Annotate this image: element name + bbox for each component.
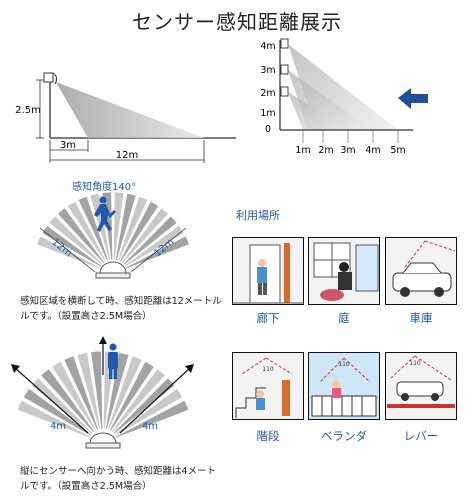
location-label-garage: 車庫	[409, 311, 433, 325]
locations-title: 利用場所	[236, 209, 280, 222]
distance-long-label: 12m	[116, 150, 138, 161]
fan-segment	[63, 355, 100, 431]
fan-segment	[114, 399, 190, 439]
y-label-0: 0	[265, 124, 271, 135]
fan-segment	[90, 350, 104, 430]
fan-top-diagram: 12m 12m	[35, 191, 191, 279]
fan-segment	[123, 224, 185, 268]
fan-bottom-diagram: 4m 4m	[11, 336, 194, 449]
fan-segment	[35, 235, 102, 270]
fan-segment	[118, 200, 160, 263]
angle-label: 感知角度140°	[72, 182, 137, 193]
direction-arrow-icon	[398, 88, 428, 109]
x-label-5m: 5m	[390, 145, 405, 156]
location-label-corridor: 廊下	[256, 311, 280, 325]
fan-segment	[106, 355, 143, 431]
location-image-garage	[385, 237, 457, 305]
left-distance-label: 4m	[50, 421, 66, 432]
fan-segment	[16, 399, 92, 439]
fan-segment	[112, 377, 176, 435]
x-label-3m: 3m	[340, 145, 355, 156]
fan-segment	[41, 224, 103, 268]
fan-segment	[114, 192, 137, 262]
marker-label: 110	[409, 360, 421, 367]
marker-label: 110	[338, 361, 350, 368]
fan-segment	[76, 351, 102, 431]
fan-segment	[116, 195, 149, 262]
side-view-diagram: 2.5m 3m 12m	[15, 72, 236, 163]
fan-segment	[66, 200, 108, 263]
fan-segment	[112, 191, 125, 261]
location-image-stairs: 110	[232, 352, 304, 420]
fan-top-note-line1: 感知区域を横断して時、感知距離は12メートル	[20, 296, 222, 307]
fan-segment	[124, 235, 191, 270]
height-label: 2.5m	[15, 105, 41, 116]
location-image-corridor	[232, 237, 304, 305]
page-title: センサー感知距離展示	[132, 10, 342, 34]
fan-segment	[56, 207, 106, 265]
y-label-3m: 3m	[260, 65, 275, 76]
location-label-garden: 庭	[338, 311, 350, 325]
y-label-4m: 4m	[260, 41, 275, 52]
fan-top-note-line2: ルです。（設置高さ2.5M場合）	[20, 311, 152, 322]
y-label-1m: 1m	[260, 108, 275, 119]
fan-segment	[113, 387, 184, 437]
fan-segment	[77, 195, 110, 262]
height-distance-diagram: 4m 3m 2m 1m 0 1m 2m 3m 4m 5m	[260, 38, 428, 156]
sensor-icon	[85, 432, 121, 449]
right-distance-label: 4m	[142, 421, 158, 432]
side-beam	[56, 82, 204, 138]
location-image-lever: 110	[385, 352, 457, 420]
y-label-2m: 2m	[260, 88, 275, 99]
marker-label: 110	[262, 366, 274, 373]
standing-person-icon	[108, 343, 118, 379]
fan-segment	[108, 360, 155, 432]
fan-segment	[48, 215, 104, 266]
fan-segment	[120, 207, 170, 265]
fan-segment	[104, 351, 130, 431]
fan-segment	[122, 215, 178, 266]
sensor-icon	[280, 38, 289, 97]
location-label-stairs: 階段	[256, 429, 280, 443]
x-label-1m: 1m	[295, 145, 310, 156]
walking-person-icon	[94, 196, 116, 232]
location-image-balcony: 110	[308, 352, 380, 420]
fan-segment	[51, 360, 98, 432]
x-label-4m: 4m	[365, 145, 380, 156]
distance-short-label: 3m	[60, 140, 76, 151]
sensor-icon	[43, 72, 58, 85]
location-image-garden	[308, 237, 380, 305]
location-label-lever: レバー	[403, 429, 439, 443]
fan-segment	[22, 387, 93, 437]
fan-bottom-note-line1: 縦にセンサーへ向かう時、感知距離は4メート	[20, 466, 217, 477]
fan-bottom-note-line2: ルです。（設置高さ2.5M場合）	[20, 481, 152, 492]
fan-segment	[40, 368, 96, 434]
sensor-icon	[95, 261, 131, 279]
x-label-2m: 2m	[318, 145, 333, 156]
fan-segment	[110, 368, 166, 434]
location-label-balcony: ベランダ	[321, 429, 367, 443]
